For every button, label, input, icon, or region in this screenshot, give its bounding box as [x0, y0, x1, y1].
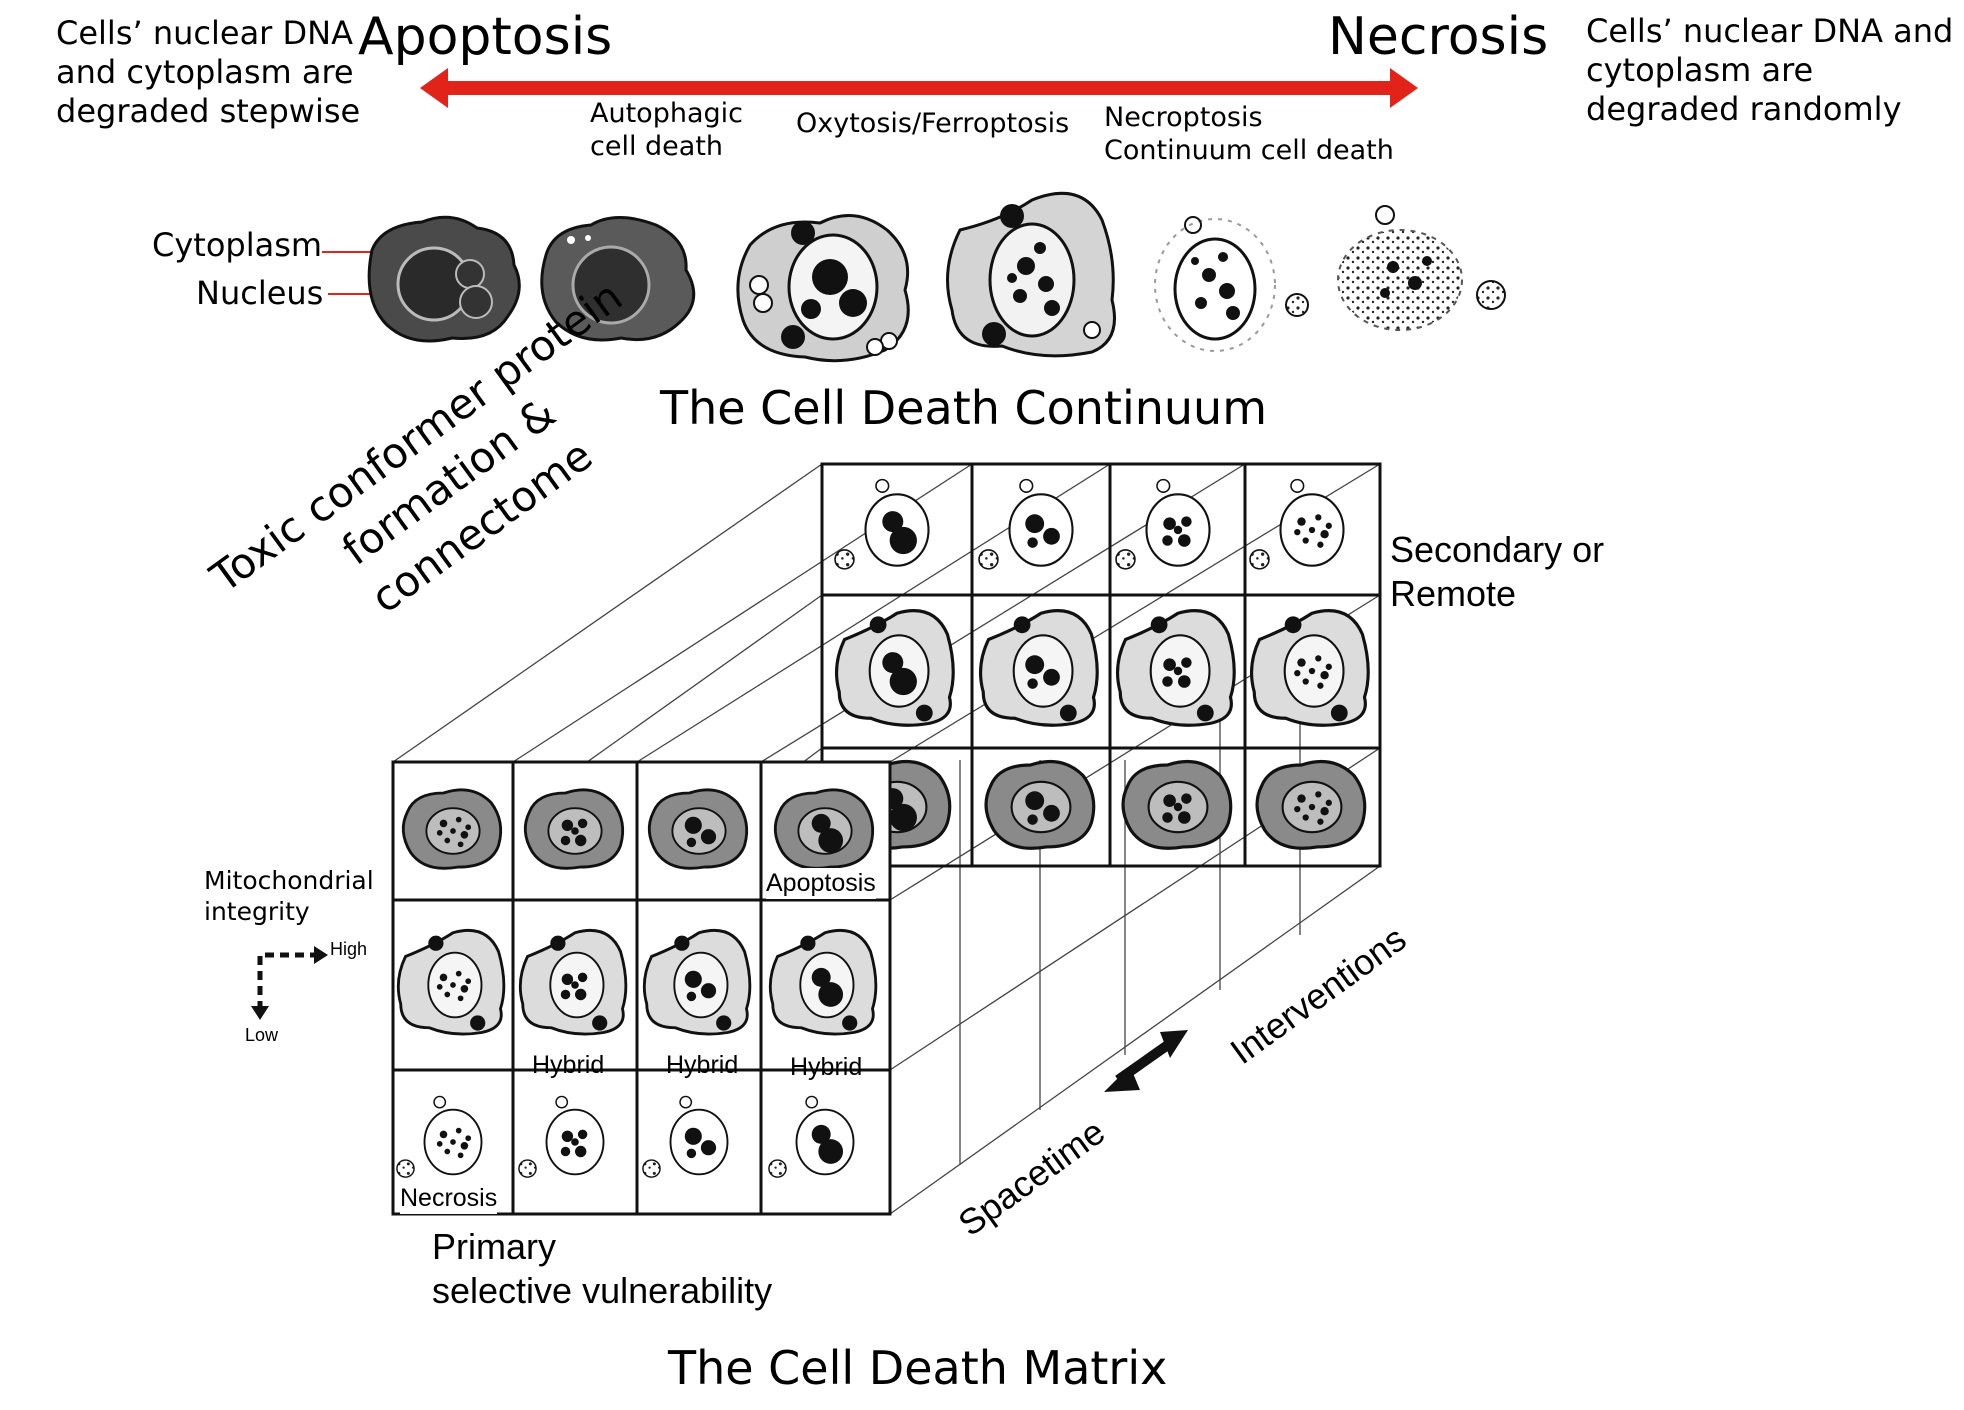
- matrix-cell-apo: [523, 788, 625, 870]
- matrix-cell-hyb: [1249, 609, 1370, 727]
- hybrid-label-1: Hybrid: [532, 1051, 605, 1079]
- necrosis-cell-label: Necrosis: [400, 1183, 498, 1214]
- matrix-cell-nec: [834, 478, 930, 570]
- mito-line1: Mitochondrial: [204, 866, 374, 895]
- matrix-front-cells: [396, 788, 878, 1178]
- mito-arrows: [251, 946, 328, 1020]
- primary-label: Primary selective vulnerability: [432, 1225, 772, 1313]
- matrix-caption: The Cell Death Matrix: [668, 1341, 1168, 1395]
- matrix-cell-nec: [642, 1095, 729, 1178]
- cell-apoptosis: [367, 215, 521, 343]
- stage-necroptosis-line1: Necroptosis: [1104, 102, 1263, 133]
- secondary-line2: Remote: [1390, 572, 1517, 614]
- secondary-line1: Secondary or: [1390, 529, 1605, 570]
- matrix-cell-nec: [978, 478, 1074, 570]
- mito-line2: integrity: [204, 896, 310, 926]
- necrosis-description: Cells’ nuclear DNA and cytoplasm are deg…: [1586, 12, 1953, 129]
- continuum-arrow: [420, 68, 1418, 108]
- stage-autophagic-line1: Autophagic: [590, 98, 743, 129]
- necrosis-desc-line1: Cells’ nuclear DNA and: [1586, 12, 1954, 50]
- stage-oxytosis: Oxytosis/Ferroptosis: [796, 108, 1070, 139]
- cell-oxytosis: [946, 191, 1116, 358]
- mito-integrity-label: Mitochondrial integrity: [204, 866, 374, 927]
- apoptosis-desc-line3: degraded stepwise: [56, 92, 361, 131]
- cytoplasm-label: Cytoplasm: [152, 226, 323, 264]
- continuum-cells: [367, 191, 1506, 363]
- spacetime-interventions-arrow: [1104, 1030, 1188, 1092]
- cell-necrosis: [1337, 205, 1506, 331]
- apoptosis-description: Cells’ nuclear DNA and cytoplasm are deg…: [56, 14, 360, 131]
- stage-necroptosis: Necroptosis Continuum cell death: [1104, 102, 1394, 168]
- matrix-cell-apo: [773, 788, 875, 870]
- matrix-cell-apo: [647, 788, 749, 870]
- matrix-cell-hyb: [642, 928, 752, 1036]
- stage-autophagic: Autophagic cell death: [590, 98, 743, 164]
- stage-necroptosis-line2: Continuum cell death: [1104, 134, 1394, 166]
- hybrid-label-2: Hybrid: [666, 1051, 739, 1079]
- matrix-cell-hyb: [1115, 609, 1236, 727]
- primary-line2: selective vulnerability: [432, 1269, 773, 1311]
- hybrid-label-3: Hybrid: [790, 1053, 863, 1081]
- necrosis-desc-line2: cytoplasm are: [1586, 51, 1814, 90]
- apoptosis-title: Apoptosis: [358, 7, 613, 67]
- stage-autophagic-line2: cell death: [590, 130, 724, 162]
- matrix-cell-apo: [1255, 759, 1367, 850]
- cell-autophagic-2: [736, 213, 910, 363]
- matrix-cell-nec: [768, 1095, 855, 1178]
- primary-line1: Primary: [432, 1226, 556, 1267]
- matrix-cell-apo: [1121, 759, 1233, 850]
- matrix-back-panel: [820, 462, 1382, 868]
- apoptosis-cell-label: Apoptosis: [766, 868, 876, 899]
- cell-autophagic: [540, 216, 696, 342]
- matrix-cell-apo: [401, 788, 503, 870]
- matrix-back-cells: [834, 478, 1370, 850]
- cell-necroptosis: [1154, 216, 1309, 352]
- necrosis-title: Necrosis: [1328, 7, 1549, 67]
- nucleus-label: Nucleus: [196, 274, 324, 312]
- matrix-cell-nec: [396, 1095, 483, 1178]
- continuum-caption: The Cell Death Continuum: [660, 381, 1268, 435]
- matrix-cell-hyb: [834, 609, 955, 727]
- matrix-cell-nec: [1115, 478, 1211, 570]
- necrosis-desc-line3: degraded randomly: [1586, 90, 1902, 129]
- high-label: High: [330, 939, 368, 959]
- low-label: Low: [245, 1025, 279, 1045]
- apoptosis-desc-line1: Cells’ nuclear DNA: [56, 14, 353, 52]
- matrix-cell-hyb: [518, 928, 628, 1036]
- matrix-cell-hyb: [978, 609, 1099, 727]
- secondary-remote-label: Secondary or Remote: [1390, 528, 1604, 616]
- matrix-cell-apo: [984, 759, 1096, 850]
- matrix-cell-hyb: [768, 928, 878, 1036]
- matrix-cell-hyb: [396, 928, 506, 1036]
- matrix-cell-nec: [518, 1095, 605, 1178]
- matrix-cell-nec: [1249, 478, 1345, 570]
- apoptosis-desc-line2: and cytoplasm are: [56, 53, 354, 92]
